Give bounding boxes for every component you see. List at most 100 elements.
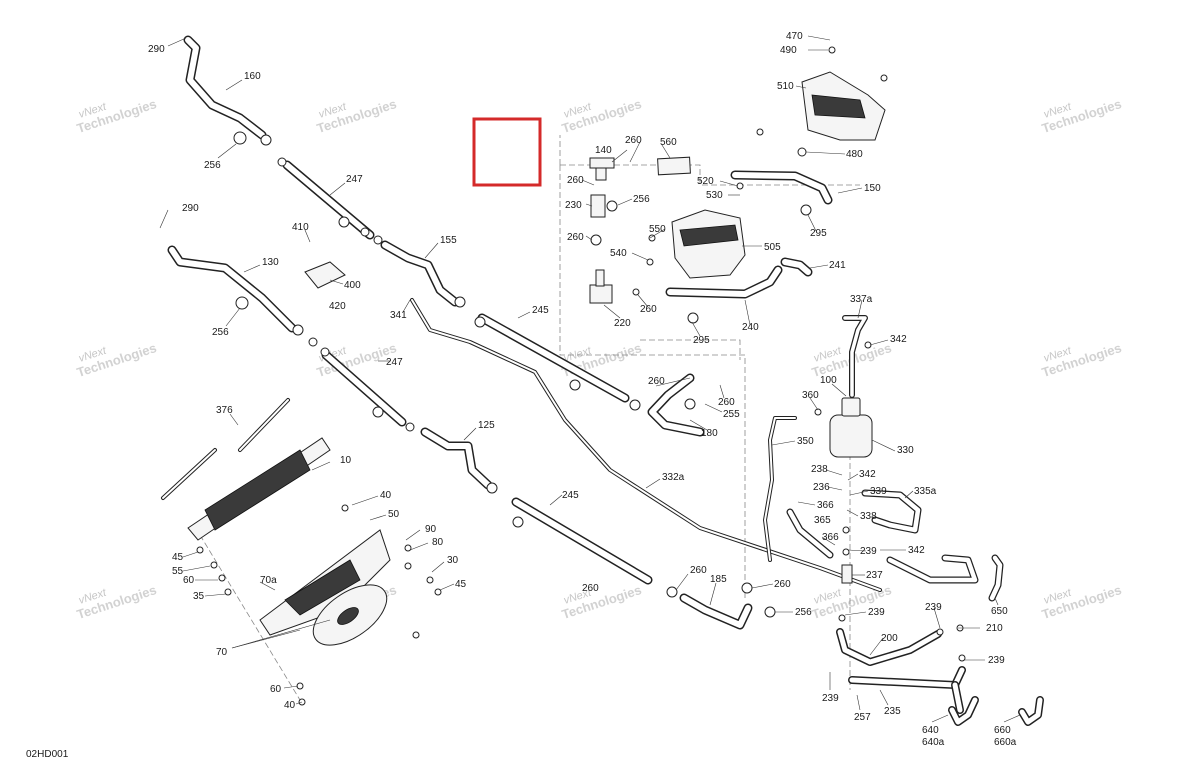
part-label: 247	[346, 174, 363, 185]
part-label: 260	[567, 232, 584, 243]
figure-code: 02HD001	[26, 749, 69, 760]
part-label: 241	[829, 260, 846, 271]
radiator-core	[204, 449, 311, 531]
part-label: 247	[386, 357, 403, 368]
part-label: 90	[425, 524, 437, 535]
part-label: 70	[216, 647, 228, 658]
hoses	[161, 35, 1044, 726]
part-label: 650	[991, 606, 1008, 617]
part-label: 100	[820, 375, 837, 386]
part-labels: 290 160 256 247 155 290 130 256 410 400 …	[26, 31, 1017, 760]
part-label: 505	[764, 242, 781, 253]
part-label: 180	[701, 428, 718, 439]
part-label: 245	[532, 305, 549, 316]
part-label: 260	[567, 175, 584, 186]
part-label: 80	[432, 537, 444, 548]
part-label: 260	[648, 376, 665, 387]
valve	[589, 284, 613, 304]
part-label: 40	[284, 700, 296, 711]
part-label: 365	[814, 515, 831, 526]
part-label: 256	[795, 607, 812, 618]
part-label: 150	[864, 183, 881, 194]
part-label: 342	[908, 545, 925, 556]
part-label: 240	[742, 322, 759, 333]
part-label: 45	[455, 579, 467, 590]
part-label: 239	[860, 546, 877, 557]
part-label: 290	[148, 44, 165, 55]
filter-fitting	[590, 194, 606, 218]
part-label: 640	[922, 725, 939, 736]
part-label: 420	[329, 301, 346, 312]
part-label: 337a	[850, 294, 873, 305]
part-label: 550	[649, 224, 666, 235]
part-label: 185	[710, 574, 727, 585]
part-label: 236	[813, 482, 830, 493]
part-label: 235	[884, 706, 901, 717]
part-label: 335a	[914, 486, 937, 497]
part-label: 200	[881, 633, 898, 644]
part-label: 125	[478, 420, 495, 431]
part-label: 256	[633, 194, 650, 205]
part-label: 339	[870, 486, 887, 497]
part-label: 50	[388, 509, 400, 520]
coolant-cap	[841, 397, 861, 417]
part-label: 210	[986, 623, 1003, 634]
sleeve	[657, 156, 691, 176]
tee-fitting	[589, 157, 615, 169]
part-label: 30	[447, 555, 459, 566]
part-label: 239	[822, 693, 839, 704]
part-label: 332a	[662, 472, 685, 483]
part-label: 480	[846, 149, 863, 160]
part-label: 260	[582, 583, 599, 594]
part-label: 640a	[922, 737, 945, 748]
part-label: 230	[565, 200, 582, 211]
part-label: 660	[994, 725, 1011, 736]
components	[187, 71, 886, 646]
part-label: 376	[216, 405, 233, 416]
part-label: 400	[344, 280, 361, 291]
part-label: 490	[780, 45, 797, 56]
part-label: 245	[562, 490, 579, 501]
part-label: 260	[625, 135, 642, 146]
part-label: 256	[212, 327, 229, 338]
part-label: 510	[777, 81, 794, 92]
part-label: 257	[854, 712, 871, 723]
hose-clamps	[196, 46, 966, 706]
part-label: 256	[204, 160, 221, 171]
part-label: 540	[610, 248, 627, 259]
part-label: 239	[925, 602, 942, 613]
part-label: 350	[797, 436, 814, 447]
mounting-bracket	[304, 261, 346, 289]
part-label: 45	[172, 552, 184, 563]
fan-shroud-detail	[284, 559, 361, 616]
part-label: 410	[292, 222, 309, 233]
part-label: 342	[859, 469, 876, 480]
part-label: 470	[786, 31, 803, 42]
part-label: 239	[868, 607, 885, 618]
part-label: 140	[595, 145, 612, 156]
leader-lines	[159, 35, 1021, 723]
part-label: 238	[811, 464, 828, 475]
highlight-box[interactable]	[472, 117, 542, 187]
part-label: 360	[802, 390, 819, 401]
part-label: 341	[390, 310, 407, 321]
part-label: 560	[660, 137, 677, 148]
valve-stem	[595, 269, 605, 287]
part-label: 260	[718, 397, 735, 408]
part-label: 60	[183, 575, 195, 586]
part-label: 70a	[260, 575, 277, 586]
part-label: 35	[193, 591, 205, 602]
part-label: 520	[697, 176, 714, 187]
expansion-tank-detail	[679, 224, 739, 247]
reservoir-tank-detail	[811, 94, 866, 119]
part-label: 10	[340, 455, 352, 466]
coolant-bottle	[829, 414, 873, 458]
part-label: 660a	[994, 737, 1017, 748]
part-label: 342	[890, 334, 907, 345]
part-label: 295	[810, 228, 827, 239]
part-label: 237	[866, 570, 883, 581]
part-label: 260	[774, 579, 791, 590]
fitting-237	[841, 564, 853, 584]
part-label: 530	[706, 190, 723, 201]
